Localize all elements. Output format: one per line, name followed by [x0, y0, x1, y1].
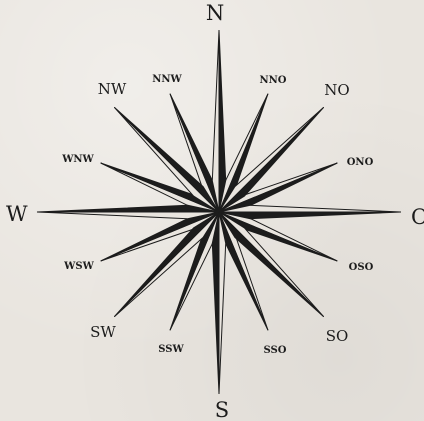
label-north: N	[206, 1, 224, 25]
point-north-dark-half	[219, 30, 226, 212]
label-southeast: SO	[326, 327, 349, 345]
label-west: W	[6, 202, 28, 226]
label-east: O	[411, 205, 424, 229]
point-north-light-half	[212, 30, 219, 212]
label-northwest: NW	[98, 80, 127, 98]
point-northwest-dark-half	[114, 107, 219, 212]
point-southeast-dark-half	[219, 212, 324, 317]
label-ono: ONO	[347, 157, 374, 168]
label-ssw: SSW	[158, 344, 184, 355]
label-wnw: WNW	[61, 154, 94, 165]
label-south: S	[215, 398, 229, 421]
label-sso: SSO	[264, 345, 287, 356]
label-nnw: NNW	[152, 74, 182, 85]
point-southwest-dark-half	[114, 212, 219, 317]
label-southwest: SW	[90, 323, 116, 341]
point-northeast-dark-half	[219, 107, 324, 212]
label-wsw: WSW	[63, 261, 94, 272]
point-south-light-half	[219, 212, 226, 394]
point-east-dark-half	[219, 212, 401, 219]
point-west-light-half	[37, 212, 219, 219]
label-northeast: NO	[324, 81, 349, 99]
point-south-dark-half	[212, 212, 219, 394]
label-nno: NNO	[260, 75, 287, 86]
point-west-dark-half	[37, 205, 219, 212]
label-oso: OSO	[349, 262, 374, 273]
point-east-light-half	[219, 205, 401, 212]
